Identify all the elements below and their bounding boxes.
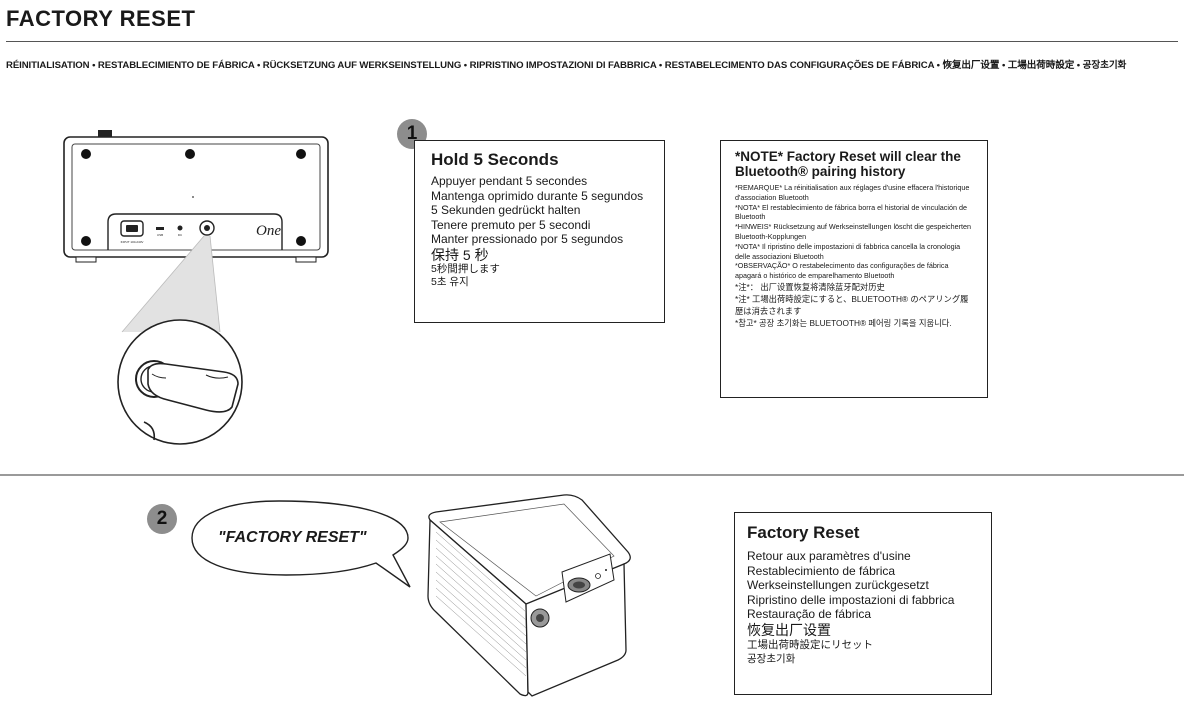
step-1-line-pt: Manter pressionado por 5 segundos	[431, 232, 624, 246]
dc-port-label: DC	[178, 233, 183, 237]
note-line-zh: *注*： 出厂设置恢复将清除蓝牙配对历史	[735, 281, 885, 292]
result-line-it: Ripristino delle impostazioni di fabbric…	[747, 592, 955, 607]
note-line-de: *HINWEIS* Rücksetzung auf Werkseinstellu…	[735, 222, 971, 241]
note-line-it: *NOTA* Il ripristino delle impostazioni …	[735, 241, 961, 261]
note-line-ja: *注* 工場出荷時設定にすると、BLUETOOTH® のペアリング履歴は消去され…	[735, 293, 969, 316]
note-line-pt: *OBSERVAÇÃO* O restabelecimento das conf…	[735, 261, 949, 281]
speech-bubble	[191, 500, 411, 588]
step-1-line-zh: 保持 5 秒	[431, 246, 489, 263]
result-line-ja: 工場出荷時設定にリセット	[747, 638, 873, 651]
step-1-line-fr: Appuyer pendant 5 secondes	[431, 174, 588, 188]
voice-prompt: "FACTORY RESET"	[218, 529, 367, 546]
device-rear-illustration: INPUT 100-240V USB DC One	[63, 130, 329, 445]
step-1-line-es: Mantenga oprimido durante 5 segundos	[431, 188, 644, 203]
step-1-line-de: 5 Sekunden gedrückt halten	[431, 203, 581, 217]
note-line-ko: *참고* 공장 초기화는 BLUETOOTH® 페어링 기록을 지웁니다.	[735, 317, 952, 328]
result-line-ko: 공장초기화	[747, 652, 796, 665]
result-line-de: Werkseinstellungen zurückgesetzt	[747, 578, 929, 592]
usb-port-label: USB	[157, 233, 163, 237]
step-2-badge: 2	[147, 504, 177, 534]
section-divider	[0, 474, 1184, 476]
step-1-heading: Hold 5 Seconds	[431, 150, 559, 169]
result-line-pt: Restauração de fábrica	[747, 607, 872, 621]
result-line-es: Restablecimiento de fábrica	[747, 563, 896, 578]
step-1-line-ja: 5秒間押します	[431, 262, 500, 275]
brand-logo: One	[256, 223, 281, 239]
note-line-fr: *REMARQUE* La réinitialisation aux régla…	[735, 183, 970, 202]
result-heading: Factory Reset	[747, 523, 860, 542]
result-line-fr: Retour aux paramètres d'usine	[747, 549, 911, 563]
note-line-es: *NOTA* El restablecimiento de fábrica bo…	[735, 202, 967, 222]
note-box: *NOTE* Factory Reset will clear the Blue…	[720, 140, 988, 398]
language-list: RÉINITIALISATION • RESTABLECIMIENTO DE F…	[6, 60, 1127, 71]
step-1-instructions: Hold 5 Seconds Appuyer pendant 5 seconde…	[414, 140, 665, 323]
note-heading: *NOTE* Factory Reset will clear the Blue…	[735, 149, 961, 179]
result-box: Factory Reset Retour aux paramètres d'us…	[734, 512, 992, 695]
speaker-illustration	[427, 494, 631, 697]
title-divider	[6, 41, 1178, 42]
page-title: FACTORY RESET	[6, 6, 196, 31]
step-1-line-ko: 5초 유지	[431, 276, 469, 288]
result-line-zh: 恢复出厂设置	[747, 621, 831, 638]
step-1-line-it: Tenere premuto per 5 secondi	[431, 217, 591, 232]
power-port-label: INPUT 100-240V	[121, 240, 144, 244]
